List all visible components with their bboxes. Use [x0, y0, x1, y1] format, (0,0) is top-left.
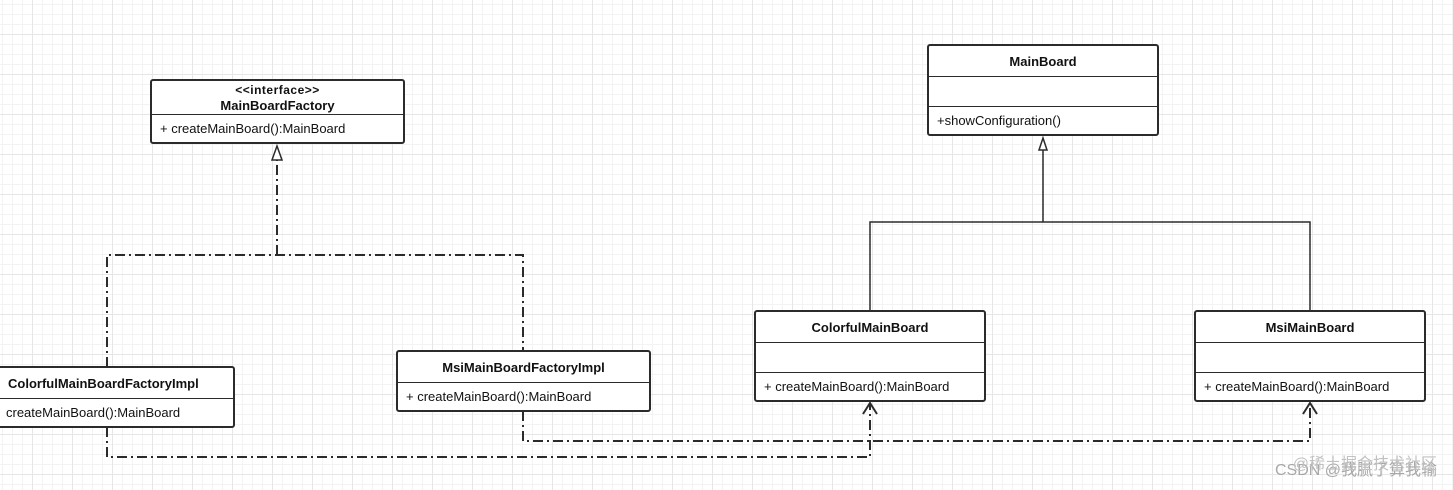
- generalization-line: [869, 221, 1311, 311]
- watermark-csdn: CSDN @我腻了算我输: [1274, 462, 1437, 479]
- class-header: ColorfulMainBoard: [756, 312, 984, 342]
- class-header: <<interface>> MainBoardFactory: [152, 81, 403, 114]
- class-colorful-factory-impl[interactable]: ColorfulMainBoardFactoryImpl createMainB…: [0, 366, 235, 428]
- class-method: createMainBoard():MainBoard: [0, 398, 233, 426]
- realization-line-colorful: [106, 254, 524, 367]
- stereotype-label: <<interface>>: [235, 82, 320, 97]
- class-name: MainBoard: [1009, 53, 1077, 69]
- class-msi-mainboard[interactable]: MsiMainBoard + createMainBoard():MainBoa…: [1194, 310, 1426, 402]
- class-attributes: [929, 76, 1157, 106]
- class-method: +showConfiguration(): [929, 106, 1157, 134]
- class-method: + createMainBoard():MainBoard: [1196, 372, 1424, 400]
- dependency-connector: [106, 404, 1311, 458]
- watermark-juejin: @稀土掘金技术社区: [1292, 456, 1437, 473]
- class-attributes: [1196, 342, 1424, 372]
- class-method: + createMainBoard():MainBoard: [152, 114, 403, 142]
- class-name: MainBoardFactory: [220, 97, 335, 113]
- dependency-line-colorful: [106, 404, 871, 458]
- class-attributes: [756, 342, 984, 372]
- class-mainboard[interactable]: MainBoard +showConfiguration(): [927, 44, 1159, 136]
- class-msi-factory-impl[interactable]: MsiMainBoardFactoryImpl + createMainBoar…: [396, 350, 651, 412]
- class-header: ColorfulMainBoardFactoryImpl: [0, 368, 233, 398]
- class-colorful-mainboard[interactable]: ColorfulMainBoard + createMainBoard():Ma…: [754, 310, 986, 402]
- realization-arrowhead: [270, 143, 284, 161]
- watermark: @稀土掘金技术社区 CSDN @我腻了算我输: [1275, 456, 1437, 480]
- class-name: MsiMainBoard: [1265, 319, 1355, 335]
- class-name: MsiMainBoardFactoryImpl: [442, 359, 605, 375]
- class-header: MsiMainBoardFactoryImpl: [398, 352, 649, 382]
- class-name: ColorfulMainBoardFactoryImpl: [8, 375, 199, 391]
- class-name: ColorfulMainBoard: [811, 319, 929, 335]
- generalization-connector: [869, 150, 1311, 311]
- realization-connector: [106, 160, 524, 367]
- dependency-arrowhead-msi: [1302, 401, 1318, 415]
- class-header: MainBoard: [929, 46, 1157, 76]
- generalization-arrowhead: [1037, 135, 1049, 151]
- dependency-arrowhead-colorful: [862, 401, 878, 415]
- class-header: MsiMainBoard: [1196, 312, 1424, 342]
- interface-mainboardfactory[interactable]: <<interface>> MainBoardFactory + createM…: [150, 79, 405, 144]
- class-method: + createMainBoard():MainBoard: [756, 372, 984, 400]
- class-method: + createMainBoard():MainBoard: [398, 382, 649, 410]
- dependency-line-msi: [522, 404, 1311, 442]
